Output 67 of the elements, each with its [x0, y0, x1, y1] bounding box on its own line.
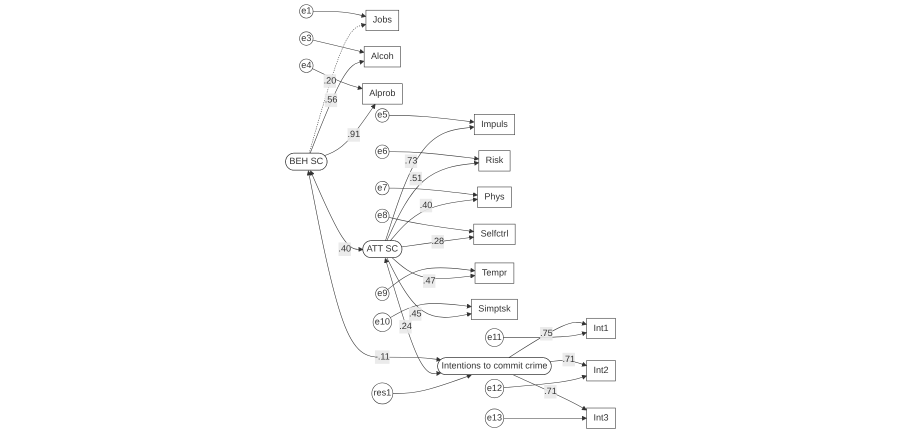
- node-circle: e9: [375, 286, 390, 301]
- arrow: [386, 258, 472, 318]
- node-circle: e5: [375, 108, 390, 122]
- node-box: Impuls: [474, 114, 515, 136]
- node-circle: e1: [299, 4, 314, 18]
- node-box: Tempr: [474, 262, 514, 284]
- arrow: [503, 374, 587, 388]
- node-box: Int2: [586, 360, 616, 382]
- node-circle: e6: [375, 144, 390, 159]
- arrow: [388, 115, 474, 124]
- edge-label: .91: [348, 130, 360, 140]
- node-circle: e11: [485, 328, 504, 347]
- edge-label: .28: [431, 236, 444, 246]
- node-box: Phys: [477, 186, 512, 208]
- arrow: [388, 217, 474, 234]
- edge-label: .40: [338, 244, 352, 254]
- node-circle: e10: [372, 312, 392, 332]
- edge-label: .73: [404, 156, 418, 166]
- node-box: Int1: [586, 318, 616, 339]
- node-box: Alcoh: [364, 46, 401, 68]
- arrow: [392, 258, 476, 279]
- node-circle: e7: [375, 181, 390, 196]
- arrow: [312, 40, 364, 54]
- arrow: [392, 374, 472, 394]
- arrow: [387, 267, 476, 290]
- node-circle: e3: [299, 32, 314, 46]
- edge-label: .71: [562, 354, 576, 364]
- node-circle: e8: [375, 208, 390, 223]
- edge-label: .40: [420, 200, 432, 210]
- arrow: [306, 170, 442, 362]
- arrow: [513, 374, 587, 410]
- node-circle: e4: [299, 58, 314, 73]
- arrow: [386, 160, 480, 242]
- arrow: [310, 60, 364, 154]
- edge-label: .45: [408, 308, 422, 319]
- arrow: [310, 170, 364, 252]
- arrow: [388, 188, 478, 198]
- edge-label: .24: [399, 322, 412, 332]
- arrow: [503, 416, 587, 421]
- edge-label: .47: [422, 276, 436, 286]
- node-circle: e12: [484, 378, 504, 398]
- node-box: Int3: [586, 408, 616, 429]
- node-box: Jobs: [366, 10, 400, 31]
- node-circle: res1: [372, 382, 394, 404]
- arrow: [508, 320, 587, 358]
- node-box: Alprob: [362, 83, 403, 104]
- arrow: [324, 104, 376, 156]
- arrow: [390, 303, 472, 318]
- edge-label: .71: [544, 386, 557, 396]
- node-box: Selfctrl: [473, 224, 516, 245]
- node-box: Risk: [478, 150, 510, 172]
- edge-label: .56: [324, 95, 338, 105]
- arrow: [503, 331, 587, 338]
- edge-label: .75: [540, 328, 553, 338]
- edge-label: -.11: [374, 352, 390, 362]
- node-box: Simptsk: [471, 298, 518, 320]
- arrow: [312, 68, 363, 90]
- node-circle: e13: [484, 408, 504, 428]
- arrow: [390, 197, 478, 242]
- arrow: [388, 151, 480, 161]
- edge-label: .51: [410, 173, 422, 184]
- edge-label: .20: [324, 76, 336, 86]
- arrow: [312, 11, 366, 18]
- arrow: [308, 23, 366, 154]
- arrow: [385, 125, 474, 242]
- arrow: [384, 258, 442, 376]
- arrow: [402, 235, 474, 248]
